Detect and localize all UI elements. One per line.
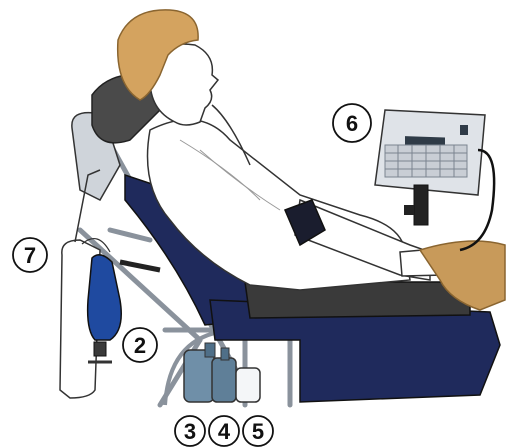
svg-text:6: 6 xyxy=(346,111,358,136)
svg-text:7: 7 xyxy=(24,243,36,268)
callout-5: 5 xyxy=(243,416,273,446)
monitor-keypad xyxy=(385,145,467,177)
bottle-4 xyxy=(212,358,236,402)
blue-reservoir xyxy=(88,255,122,340)
monitor-stand xyxy=(414,185,428,225)
svg-text:5: 5 xyxy=(252,419,264,444)
bottle-5 xyxy=(236,368,260,402)
svg-text:2: 2 xyxy=(134,333,146,358)
monitor-device xyxy=(375,110,494,250)
reservoir-valve xyxy=(94,342,106,356)
svg-text:3: 3 xyxy=(184,419,196,444)
callout-4: 4 xyxy=(209,416,239,446)
callout-2: 2 xyxy=(123,328,157,362)
callout-7: 7 xyxy=(13,238,47,272)
bottle-3 xyxy=(184,350,214,402)
bottles xyxy=(184,343,260,402)
callout-3: 3 xyxy=(175,416,205,446)
svg-text:4: 4 xyxy=(218,419,231,444)
callout-6: 6 xyxy=(333,104,371,142)
